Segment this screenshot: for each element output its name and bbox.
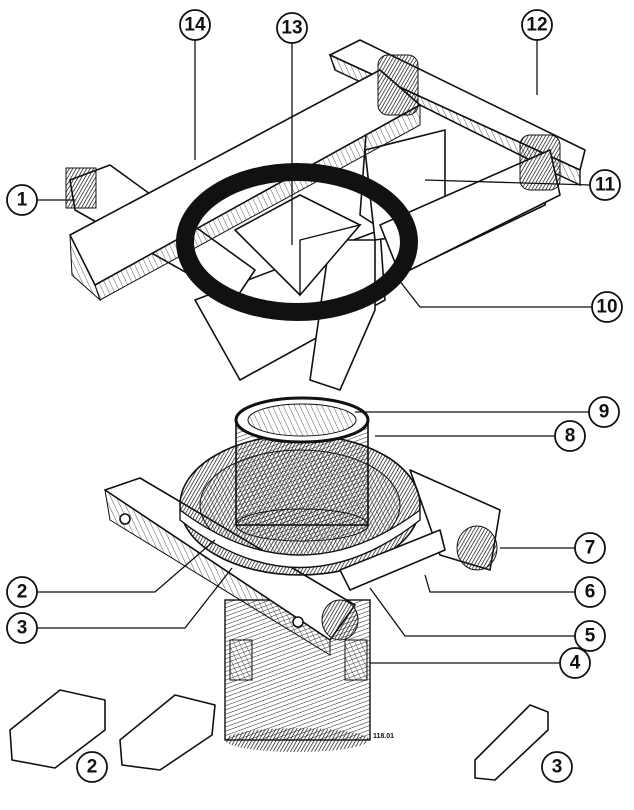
callout-label: 5 (585, 626, 596, 647)
callouts: 14 13 12 1 11 10 9 8 7 6 2 3 5 4 2 3 (6, 9, 623, 783)
callout-2: 2 (6, 576, 38, 608)
callout-3-detail: 3 (541, 751, 573, 783)
callout-6: 6 (574, 576, 606, 608)
wedge-5 (339, 529, 446, 591)
bearing-plate-2 (179, 508, 421, 569)
callout-label: 3 (552, 757, 563, 778)
callout-5: 5 (574, 620, 606, 652)
callout-1: 1 (6, 184, 38, 216)
callout-4: 4 (559, 647, 591, 679)
callout-8: 8 (554, 420, 586, 452)
bracket-4-left (229, 639, 253, 681)
callout-label: 14 (184, 15, 206, 36)
callout-10: 10 (591, 291, 623, 323)
callout-9: 9 (588, 396, 620, 428)
callout-7: 7 (574, 532, 606, 564)
callout-label: 11 (595, 175, 616, 196)
callout-label: 1 (17, 190, 28, 211)
callout-2-detail: 2 (76, 751, 108, 783)
callout-label: 9 (599, 402, 610, 423)
part-2-detail (9, 689, 216, 771)
callout-label: 10 (596, 297, 617, 318)
callout-label: 6 (585, 582, 596, 603)
upper-frame (65, 39, 586, 391)
artist-signature: 118.01 (373, 733, 394, 740)
lower-assembly (104, 396, 501, 752)
callout-12: 12 (521, 9, 553, 41)
leader-lines (37, 40, 592, 664)
bracket-4-right (344, 639, 368, 681)
callout-11: 11 (589, 169, 621, 201)
ring-10 (176, 163, 418, 321)
callout-label: 13 (281, 18, 302, 39)
callout-label: 12 (526, 15, 547, 36)
callout-label: 2 (17, 582, 28, 603)
callout-label: 4 (570, 653, 581, 674)
callout-label: 8 (565, 426, 576, 447)
callout-label: 2 (87, 757, 98, 778)
callout-label: 3 (17, 618, 28, 639)
callout-label: 7 (585, 538, 596, 559)
callout-13: 13 (276, 12, 308, 44)
callout-14: 14 (179, 9, 211, 41)
callout-3: 3 (6, 612, 38, 644)
part-3-detail (474, 704, 549, 781)
